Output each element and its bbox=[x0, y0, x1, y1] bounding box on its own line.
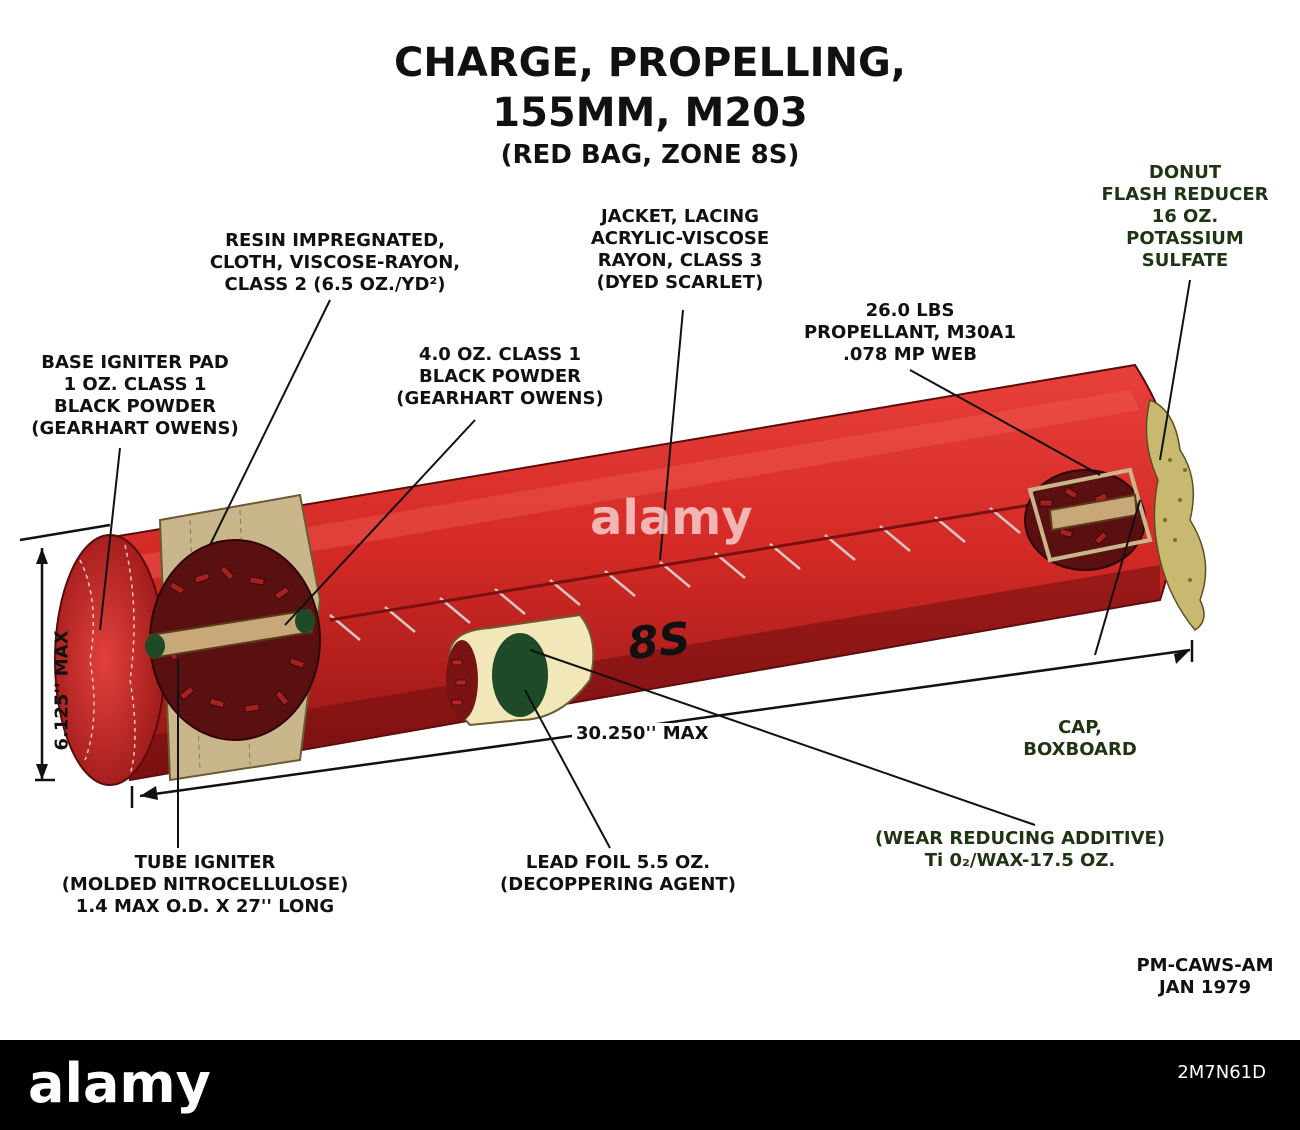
credit-block: PM-CAWS-AM JAN 1979 bbox=[1136, 955, 1274, 998]
title-line-2: 155MM, M203 bbox=[492, 90, 808, 136]
label-black-powder: 4.0 OZ. CLASS 1 BLACK POWDER (GEARHART O… bbox=[396, 344, 604, 409]
label-cap-boxboard: CAP, BOXBOARD bbox=[1023, 717, 1137, 760]
label-resin-cloth: RESIN IMPREGNATED, CLOTH, VISCOSE-RAYON,… bbox=[209, 230, 461, 295]
stock-id: 2M7N61D bbox=[1177, 1062, 1266, 1083]
tube-igniter-end bbox=[1048, 493, 1139, 532]
bag-shadow bbox=[125, 565, 1160, 780]
charge-illustration bbox=[19, 279, 1207, 849]
footer-logo: alamy bbox=[28, 1052, 211, 1115]
label-wear-additive: (WEAR REDUCING ADDITIVE) Ti 0₂/WAX-17.5 … bbox=[874, 828, 1166, 871]
dimension-diameter: 6.125'' MAX bbox=[51, 630, 73, 751]
title-line-3: (RED BAG, ZONE 8S) bbox=[500, 140, 800, 170]
leader-lines bbox=[99, 279, 1191, 849]
watermark-footer: alamy 2M7N61D bbox=[0, 1040, 1300, 1130]
bag-marking: 8S bbox=[625, 612, 693, 671]
label-jacket-lacing: JACKET, LACING ACRYLIC-VISCOSE RAYON, CL… bbox=[590, 206, 770, 293]
label-lead-foil: LEAD FOIL 5.5 OZ. (DECOPPERING AGENT) bbox=[500, 852, 736, 895]
end-cloth-rim bbox=[1027, 467, 1153, 563]
lacing-cord bbox=[329, 503, 1031, 622]
label-base-igniter: BASE IGNITER PAD 1 OZ. CLASS 1 BLACK POW… bbox=[31, 352, 239, 439]
propellant-grains-base bbox=[165, 565, 306, 713]
label-propellant: 26.0 LBS PROPELLANT, M30A1 .078 MP WEB bbox=[803, 300, 1016, 365]
label-flash-reducer: DONUT FLASH REDUCER 16 OZ. POTASSIUM SUL… bbox=[1101, 162, 1269, 271]
watermark-center: alamy bbox=[590, 490, 753, 546]
title-line-1: CHARGE, PROPELLING, bbox=[394, 40, 906, 86]
label-tube-igniter: TUBE IGNITER (MOLDED NITROCELLULOSE) 1.4… bbox=[61, 852, 349, 917]
dimension-length: 30.250'' MAX bbox=[572, 723, 713, 744]
